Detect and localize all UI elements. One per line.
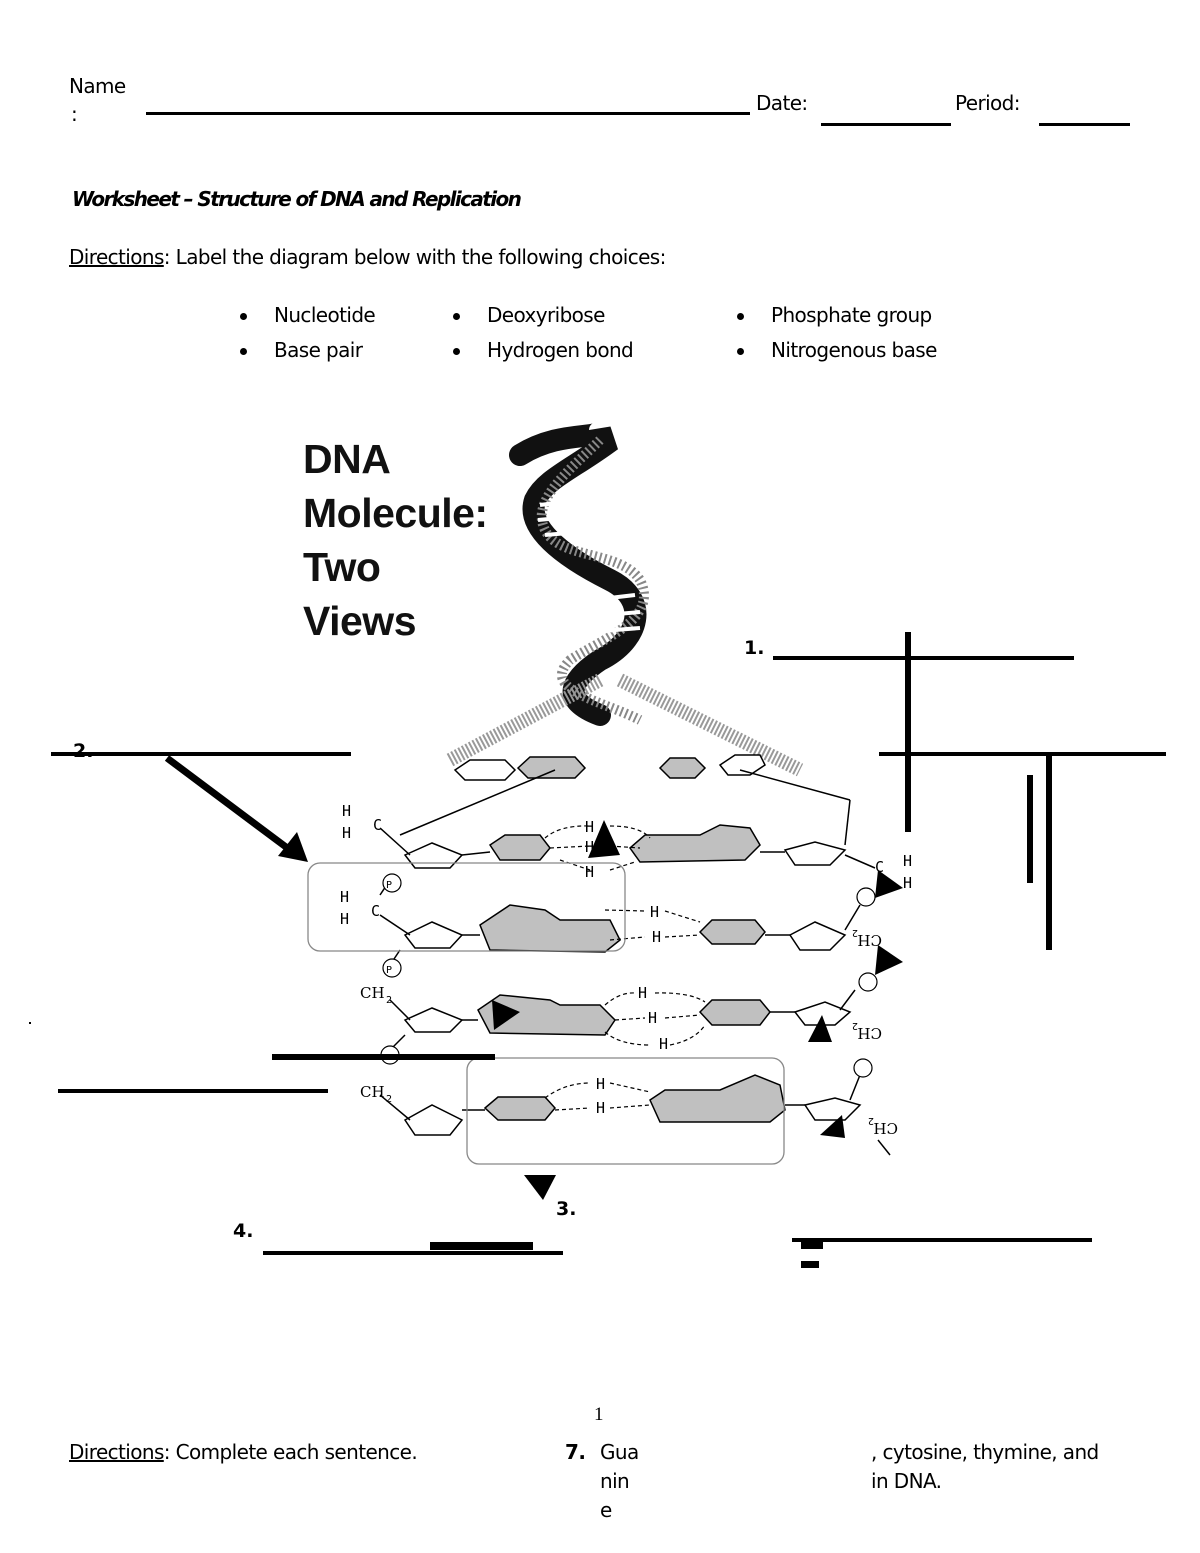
svg-text:2: 2 [386, 1094, 392, 1105]
svg-text:2: 2 [852, 927, 858, 938]
directions-heading: Directions [69, 245, 164, 269]
question-7-number: 7. [565, 1440, 586, 1464]
svg-text:C: C [371, 902, 380, 920]
svg-text:P: P [386, 965, 392, 976]
directions-text: : Complete each sentence. [163, 1440, 418, 1464]
svg-text:H: H [596, 1075, 605, 1093]
svg-text:CH: CH [873, 1119, 898, 1137]
answer-lines [51, 632, 1166, 1268]
directions-text: : Label the diagram below with the follo… [163, 245, 667, 269]
label-number-2: 2. [73, 740, 94, 762]
answer-line-5 [58, 1089, 328, 1093]
bullet-icon [240, 348, 247, 355]
arrow-head-icon [808, 1015, 832, 1042]
svg-text:H: H [903, 852, 912, 870]
answer-line-4 [263, 1251, 563, 1255]
period-field-line[interactable] [1039, 123, 1130, 126]
arrow-icons [164, 755, 903, 1200]
date-field-line[interactable] [821, 123, 951, 126]
answer-line-1 [773, 656, 1074, 660]
svg-text:P: P [386, 880, 392, 891]
label-pointer-bar [905, 632, 911, 832]
diagram-title: DNA Molecule: Two Views [303, 436, 488, 644]
bullet-icon [453, 348, 460, 355]
svg-text:H: H [340, 888, 349, 906]
svg-text:C: C [373, 816, 382, 834]
arrow-head-icon [875, 945, 903, 975]
page-number: 1 [594, 1404, 604, 1425]
date-label: Date: [756, 91, 808, 115]
arrow-2-head-icon [278, 832, 308, 862]
arrow-3-head-icon [524, 1175, 556, 1200]
name-label: Name [69, 74, 126, 98]
base-pair-highlight-box [466, 1057, 785, 1165]
answer-line-2-right [879, 752, 1166, 756]
nucleotide-highlight-box [307, 862, 626, 952]
label-number-1: 1. [744, 637, 765, 659]
label-pointer-bar [272, 1054, 495, 1060]
worksheet-title: Worksheet – Structure of DNA and Replica… [72, 187, 522, 211]
answer-line-2 [51, 752, 351, 756]
svg-text:2: 2 [868, 1115, 874, 1126]
svg-text:H: H [585, 863, 594, 881]
svg-text:CH: CH [360, 1083, 385, 1101]
stray-mark [29, 1022, 31, 1024]
label-pointer-bar [1046, 754, 1052, 950]
label-number-3: 3. [556, 1198, 577, 1220]
svg-text:CH: CH [360, 984, 385, 1002]
label-pointer-bar [430, 1242, 533, 1250]
arrow-head-icon [820, 1115, 845, 1138]
svg-text:H: H [585, 818, 594, 836]
answer-line-6 [792, 1238, 1092, 1242]
label-pointer-bar [801, 1261, 819, 1268]
name-field-line[interactable] [146, 112, 750, 115]
question-7-fragment-narrow: Guanine [600, 1440, 639, 1522]
svg-text:C: C [875, 858, 884, 876]
svg-text:H: H [659, 1035, 668, 1053]
bullet-icon [737, 313, 744, 320]
phosphate-icon [380, 873, 878, 1078]
svg-text:H: H [596, 1099, 605, 1117]
question-7-fragment-right-1: , cytosine, thymine, and [871, 1440, 1099, 1464]
hydrogen-bonds [544, 825, 706, 1111]
label-number-4: 4. [233, 1220, 254, 1242]
svg-text:H: H [638, 984, 647, 1002]
bullet-icon [240, 313, 247, 320]
double-helix-icon [446, 421, 804, 777]
svg-text:CH: CH [857, 931, 882, 949]
svg-text:H: H [340, 910, 349, 928]
svg-text:CH: CH [857, 1024, 882, 1042]
directions-heading: Directions [69, 1440, 164, 1464]
svg-text:H: H [652, 928, 661, 946]
svg-text:2: 2 [386, 995, 392, 1006]
svg-text:2: 2 [852, 1020, 858, 1031]
svg-text:H: H [342, 824, 351, 842]
arrow-head-icon [588, 820, 620, 858]
arrow-head-icon [875, 870, 903, 898]
directions-label-diagram: Directions: Label the diagram below with… [69, 245, 666, 269]
question-7-fragment-right-2: in DNA. [871, 1469, 942, 1493]
name-colon: : [71, 102, 78, 126]
arrow-head-icon [492, 1000, 520, 1030]
dna-diagram: HHC HHC HHH HH HHH HH CHH PP CH2 CH2 CH2… [51, 421, 1166, 1268]
label-pointer-bar [1027, 775, 1033, 883]
svg-text:H: H [585, 838, 594, 856]
ladder-view [379, 754, 891, 1156]
period-label: Period: [955, 91, 1021, 115]
svg-text:H: H [650, 903, 659, 921]
svg-text:H: H [648, 1009, 657, 1027]
bullet-icon [453, 313, 460, 320]
svg-text:H: H [342, 802, 351, 820]
label-pointer-bar [801, 1240, 823, 1249]
bullet-icon [737, 348, 744, 355]
directions-label-sentences: Directions: Complete each sentence. [69, 1440, 418, 1464]
svg-text:H: H [903, 874, 912, 892]
